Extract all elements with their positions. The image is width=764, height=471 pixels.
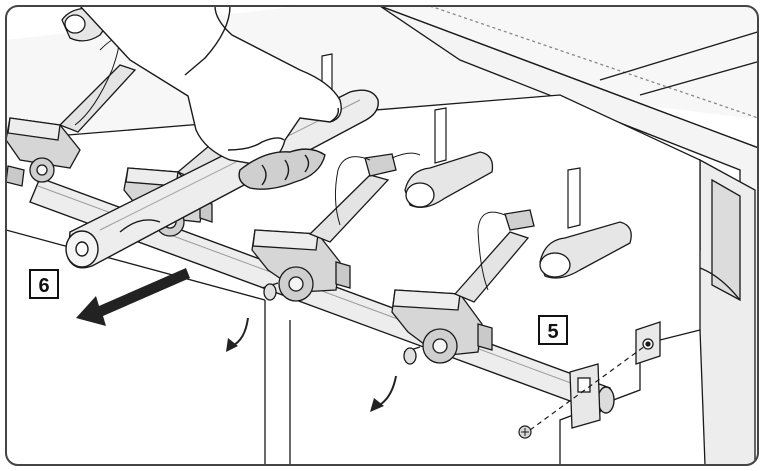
- clamp-unit-3: [251, 153, 397, 302]
- hand: [78, 6, 342, 190]
- screw-assembly: [518, 345, 646, 439]
- step-5-callout: 5: [538, 315, 568, 345]
- movement-arrows: [76, 268, 397, 412]
- step-5-label: 5: [547, 321, 558, 343]
- arrow-pull-out-icon: [76, 268, 190, 326]
- end-bracket: [569, 363, 601, 429]
- clamp-unit-4: [391, 209, 535, 365]
- step-6-callout: 6: [29, 269, 59, 299]
- step-6-label: 6: [38, 275, 49, 297]
- removed-rod: [65, 89, 379, 269]
- frame-border: [5, 5, 759, 466]
